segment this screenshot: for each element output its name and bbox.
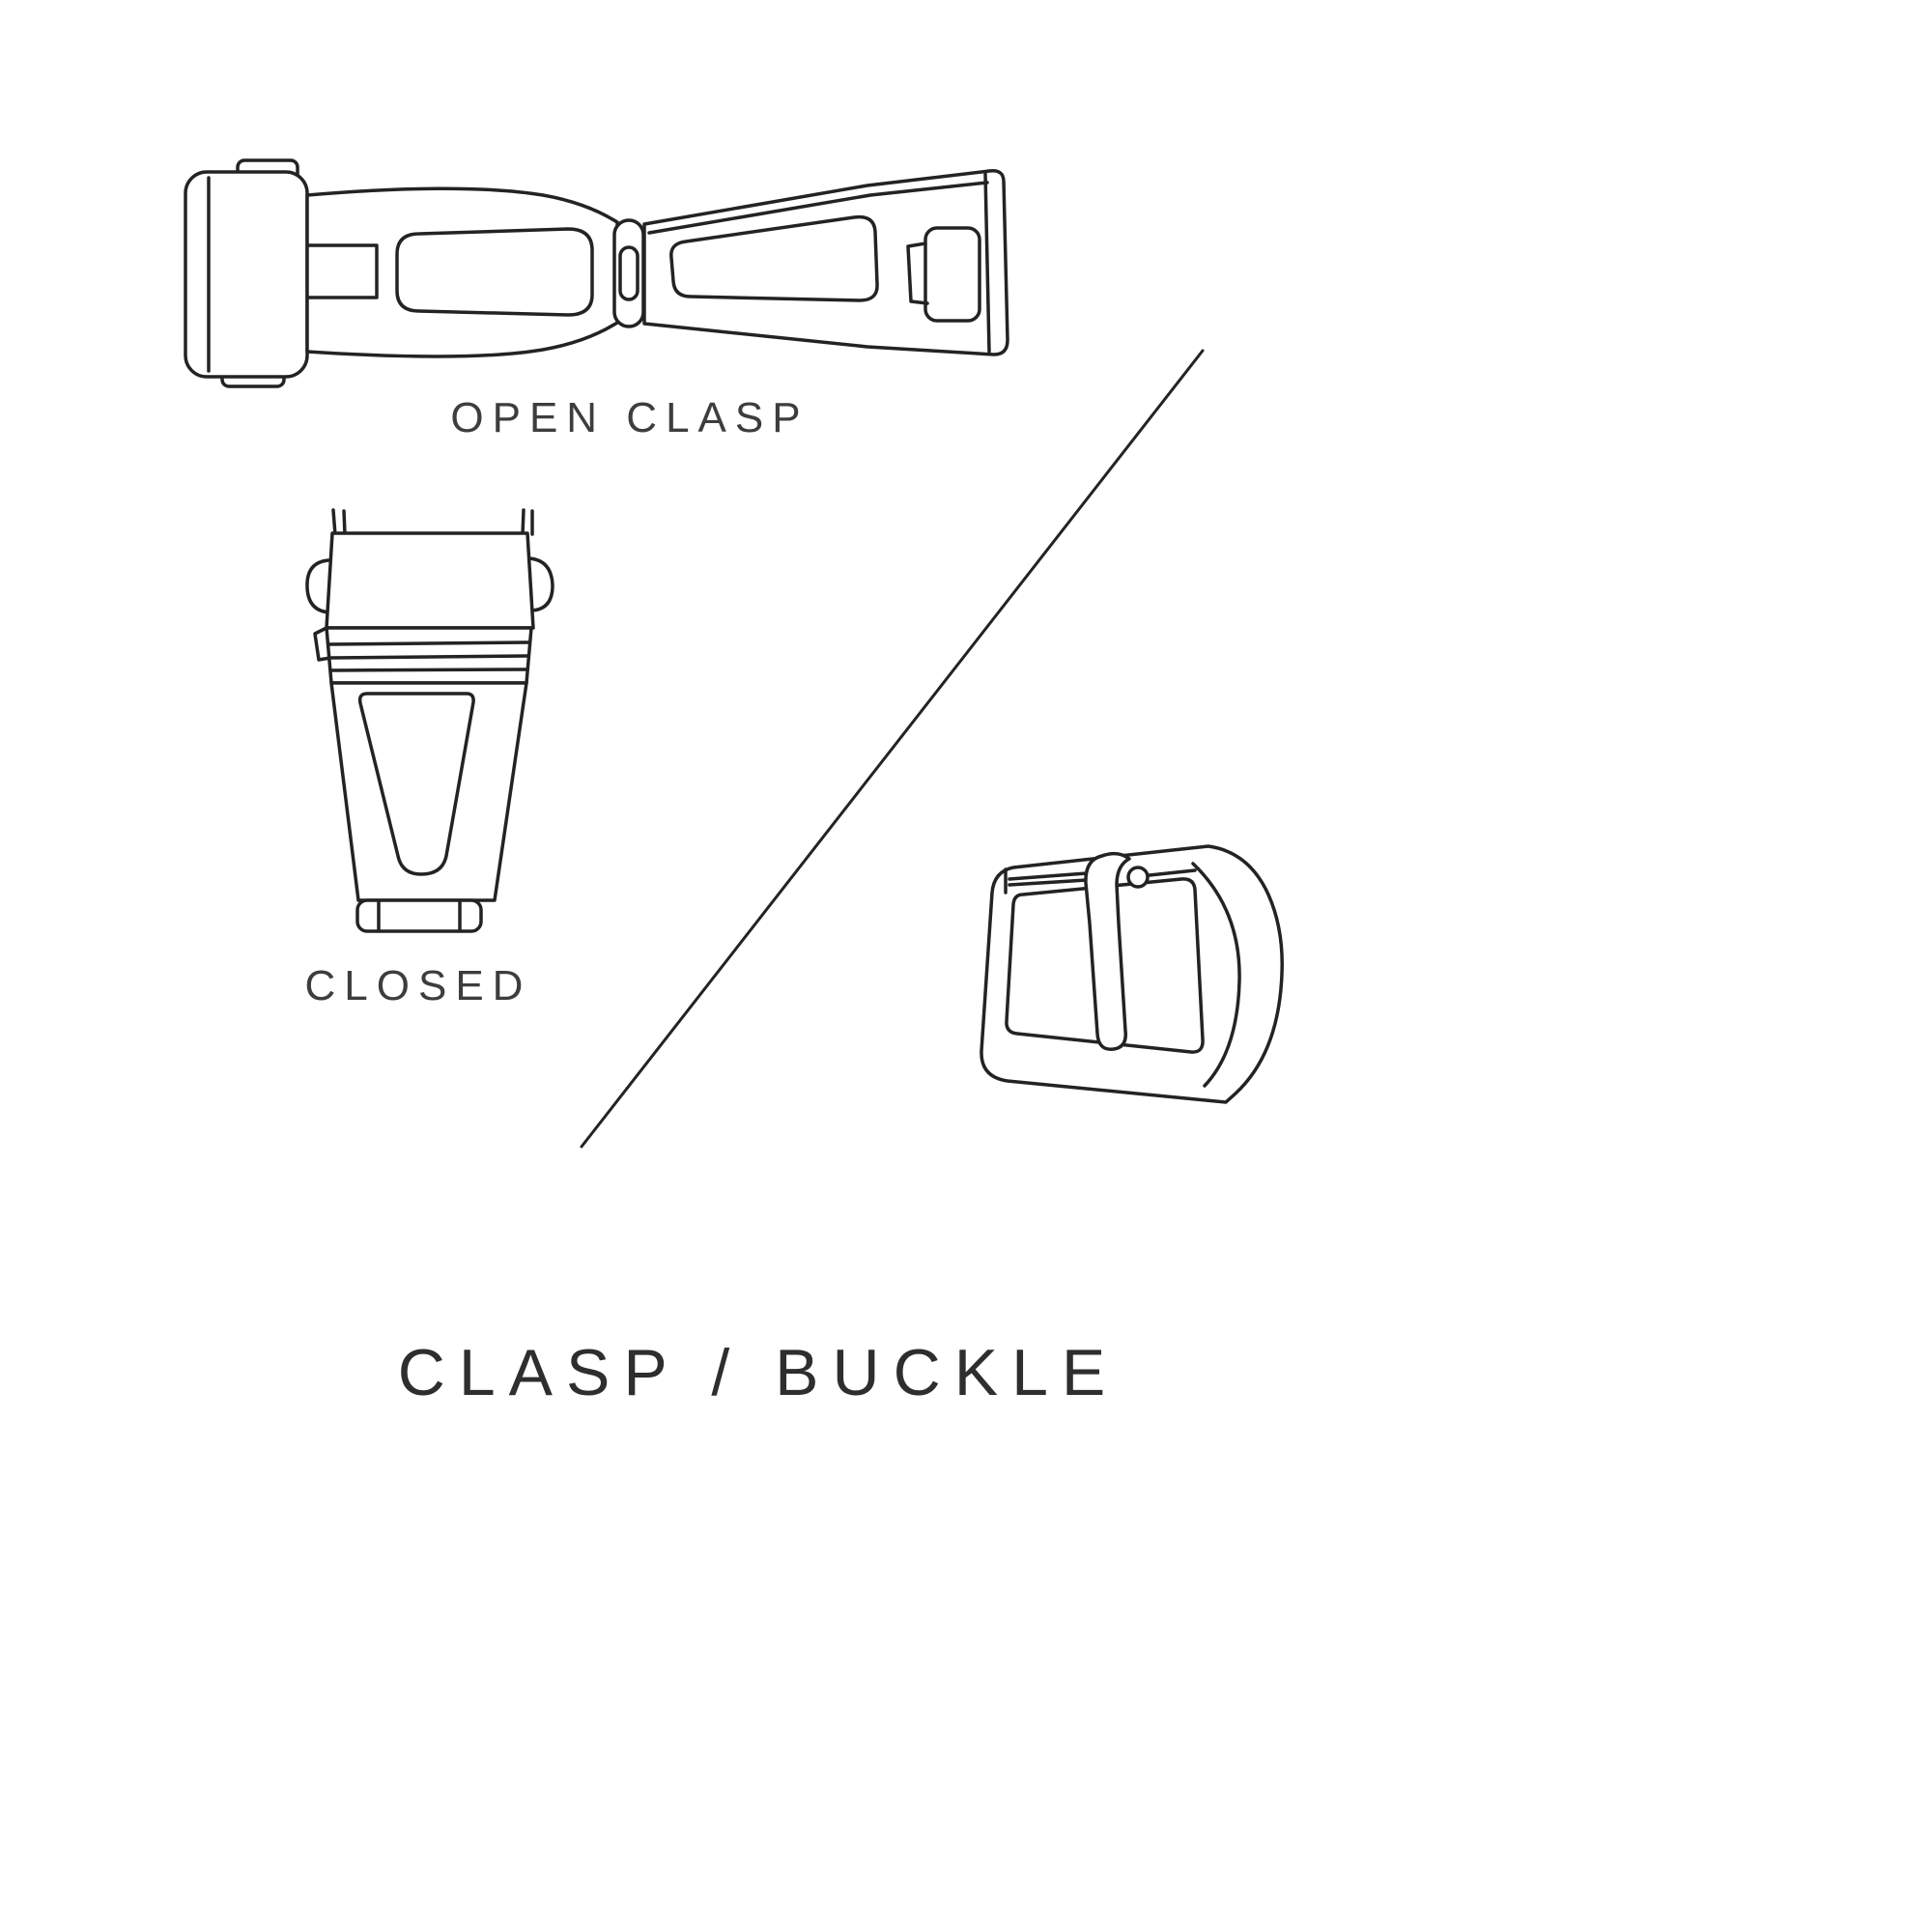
buckle-illustration <box>952 829 1299 1138</box>
closed-clasp-body <box>329 681 528 902</box>
open-clasp-label: OPEN CLASP <box>450 394 810 441</box>
open-clasp-catch-hole <box>923 226 981 323</box>
closed-clasp-illustration <box>290 502 560 947</box>
open-clasp-hinge <box>612 218 645 328</box>
tang-buckle-icon <box>980 844 1284 1104</box>
buckle-tongue <box>1084 851 1131 1051</box>
buckle-pin-coil <box>1126 866 1150 889</box>
closed-clasp-left-ear <box>305 558 332 614</box>
closed-clasp-left-prong <box>331 508 347 537</box>
closed-clasp-right-ear <box>527 556 554 612</box>
open-clasp-end-link <box>184 170 309 379</box>
closed-clasp-label: CLOSED <box>304 962 532 1009</box>
open-clasp-icon <box>184 158 1009 388</box>
divider-line <box>560 333 1227 1164</box>
diagonal-divider-icon <box>580 349 1205 1149</box>
buckle-pin <box>1008 868 1197 887</box>
closed-clasp-foot <box>355 898 483 933</box>
closed-clasp-right-prong <box>521 508 534 536</box>
closed-clasp-icon <box>305 508 554 933</box>
open-clasp-left-arm <box>305 186 619 358</box>
closed-clasp-cover <box>325 531 535 630</box>
page-title: CLASP / BUCKLE <box>397 1336 1120 1409</box>
open-clasp-illustration <box>164 135 1024 406</box>
